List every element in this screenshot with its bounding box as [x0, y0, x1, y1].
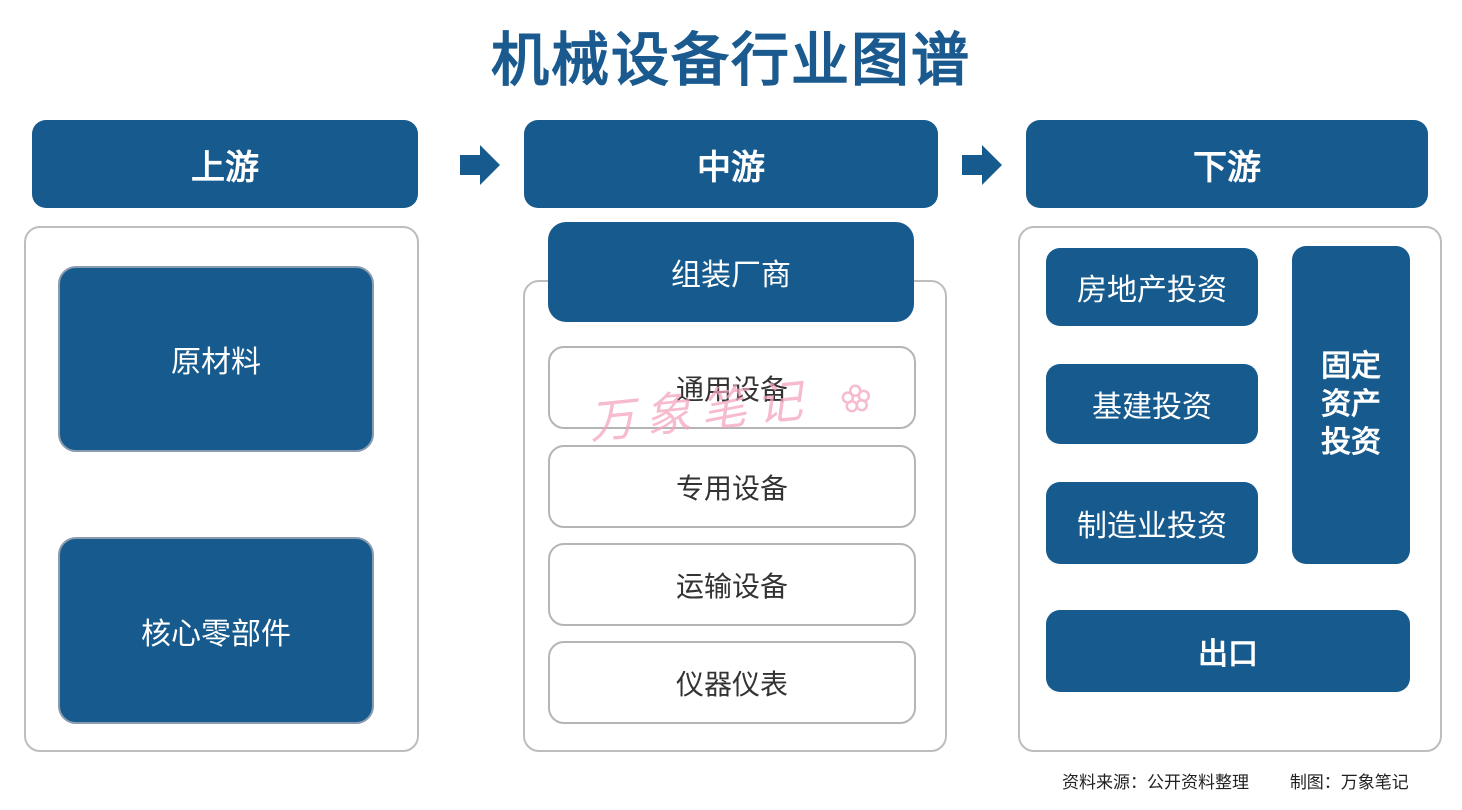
investment-item: 房地产投资	[1046, 248, 1258, 326]
maker-text: 制图：万象笔记	[1289, 773, 1409, 793]
export-box: 出口	[1046, 610, 1410, 692]
source-note: 资料来源：公开资料整理 制图：万象笔记	[1062, 768, 1409, 793]
page-title: 机械设备行业图谱	[490, 26, 971, 94]
fixed-asset-line: 资产	[1321, 387, 1381, 422]
arrow-right-icon	[460, 145, 500, 185]
upstream-header: 上游	[32, 120, 418, 208]
assembler-box: 组装厂商	[548, 222, 914, 322]
investment-item: 基建投资	[1046, 364, 1258, 444]
fixed-asset-investment-box: 固定 资产 投资	[1292, 246, 1410, 564]
fixed-asset-line: 固定	[1321, 349, 1381, 384]
source-text: 资料来源：公开资料整理	[1062, 773, 1249, 793]
midstream-item: 仪器仪表	[548, 641, 916, 724]
arrow-right-icon	[962, 145, 1002, 185]
flower-icon	[841, 384, 870, 413]
fixed-asset-line: 投资	[1321, 425, 1381, 460]
midstream-item: 运输设备	[548, 543, 916, 626]
investment-item: 制造业投资	[1046, 482, 1258, 564]
midstream-header: 中游	[524, 120, 938, 208]
watermark: 万象笔记	[585, 357, 873, 452]
upstream-item: 原材料	[58, 266, 374, 452]
midstream-item: 通用设备	[548, 346, 916, 429]
midstream-item: 专用设备	[548, 445, 916, 528]
downstream-header: 下游	[1026, 120, 1428, 208]
upstream-item: 核心零部件	[58, 537, 374, 724]
